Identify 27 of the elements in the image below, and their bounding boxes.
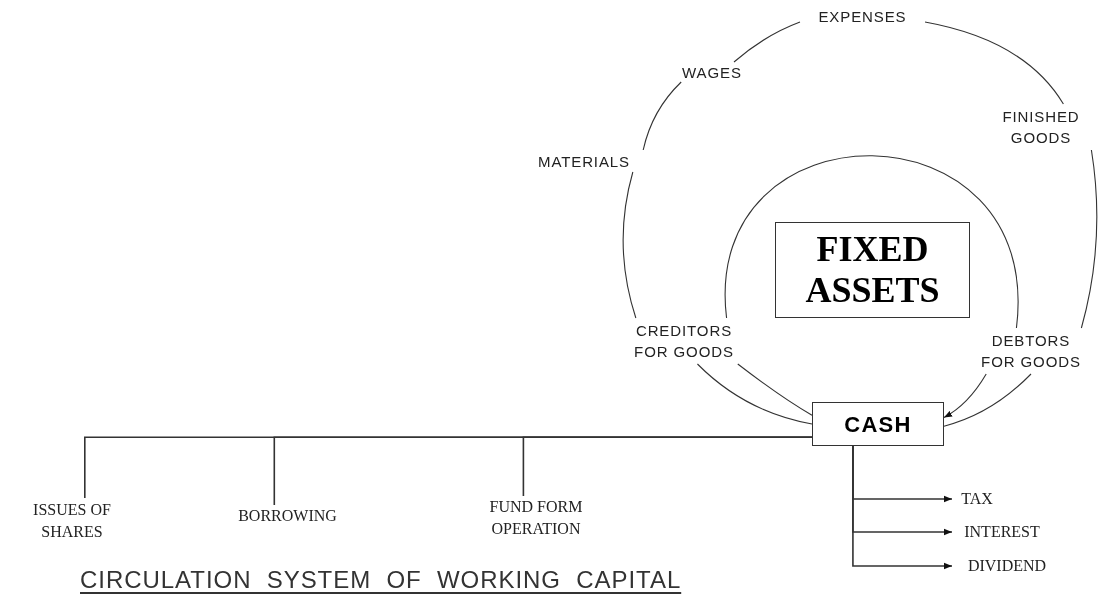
cycle-label: WAGES <box>668 62 756 82</box>
connector-line <box>737 363 813 416</box>
cycle-label: MATERIALS <box>510 150 658 172</box>
source-label: BORROWING <box>205 505 370 527</box>
fixed-assets-box: FIXED ASSETS <box>775 222 970 318</box>
outflow-label: DIVIDEND <box>952 556 1062 576</box>
connector-line <box>943 373 1032 427</box>
connector-line <box>726 155 1017 329</box>
source-label: ISSUES OF SHARES <box>8 498 136 544</box>
cycle-label: DEBTORS FOR GOODS <box>975 328 1087 374</box>
connector-line <box>642 81 682 151</box>
outflow-label: INTEREST <box>952 522 1052 542</box>
source-label: FUND FORM OPERATION <box>466 496 606 540</box>
cash-box: CASH <box>812 402 944 446</box>
connector-line <box>1080 149 1098 329</box>
caption: CIRCULATION SYSTEM OF WORKING CAPITAL <box>80 566 682 595</box>
outflow-label: TAX <box>952 489 1002 509</box>
connector-line <box>522 436 813 497</box>
cycle-label: EXPENSES <box>800 6 925 26</box>
cycle-label: CREDITORS FOR GOODS <box>628 318 740 364</box>
connector-line <box>733 21 801 63</box>
cycle-label: FINISHED GOODS <box>985 104 1097 150</box>
connector-line <box>622 171 637 319</box>
connector-line <box>924 21 1064 105</box>
arrow <box>943 373 987 418</box>
arrow <box>852 445 953 570</box>
connector-line <box>696 363 813 425</box>
